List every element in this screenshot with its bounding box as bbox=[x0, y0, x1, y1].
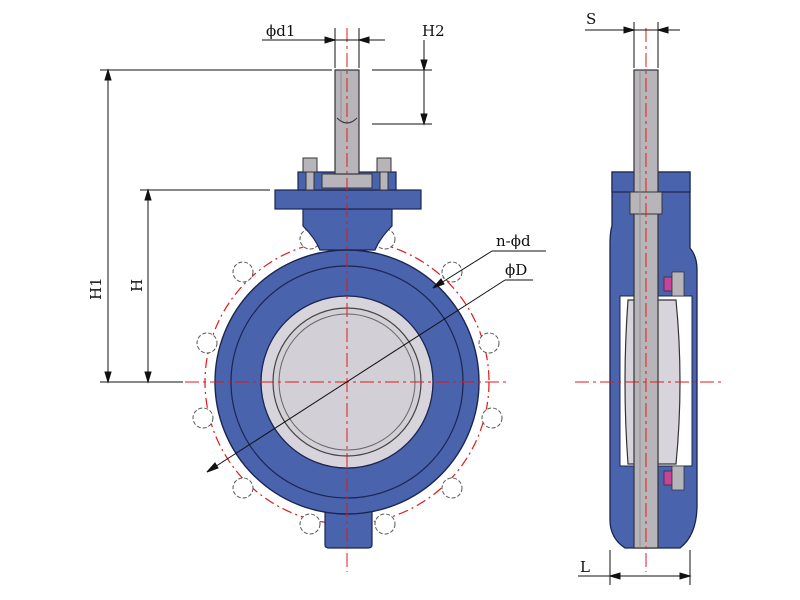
bolt-holes bbox=[192, 228, 503, 535]
bolt-hole bbox=[232, 477, 254, 499]
side-view: S L bbox=[575, 10, 722, 585]
leader-n-phi-d bbox=[432, 250, 546, 289]
seal bbox=[663, 470, 673, 486]
bolt-hole bbox=[481, 407, 503, 429]
bottom-lug bbox=[324, 509, 373, 549]
dim-h bbox=[140, 188, 270, 384]
label-n-phi-d: n-ϕd bbox=[496, 232, 531, 250]
seal bbox=[663, 276, 673, 292]
bolt-hole bbox=[441, 261, 463, 283]
bolt-hole bbox=[299, 513, 321, 535]
dim-h2 bbox=[372, 40, 432, 126]
gland-bolt bbox=[302, 157, 318, 173]
label-h1: H1 bbox=[87, 277, 105, 300]
gland-bolts bbox=[302, 157, 392, 191]
label-phi-d1: ϕd1 bbox=[266, 22, 295, 40]
bolt-hole bbox=[478, 332, 500, 354]
bolt-hole bbox=[192, 407, 214, 429]
dim-s bbox=[585, 22, 680, 68]
gland-bolt bbox=[376, 157, 392, 173]
gland-bolt bbox=[305, 171, 315, 191]
bolt-hole bbox=[374, 513, 396, 535]
label-l: L bbox=[580, 558, 590, 576]
side-seat-steps bbox=[671, 271, 685, 491]
dim-h1 bbox=[100, 68, 332, 384]
dim-l bbox=[578, 550, 692, 585]
label-h2: H2 bbox=[422, 22, 445, 40]
side-center-lines bbox=[575, 28, 722, 572]
bolt-hole bbox=[196, 332, 218, 354]
front-view: ϕd1 H2 H1 H bbox=[87, 22, 546, 572]
label-phi-D: ϕD bbox=[505, 261, 527, 279]
label-s: S bbox=[586, 10, 596, 28]
top-flange bbox=[274, 189, 422, 210]
label-h: H bbox=[128, 279, 146, 292]
dim-phi-d1 bbox=[262, 28, 385, 68]
bolt-hole bbox=[441, 477, 463, 499]
gland-bolt bbox=[379, 171, 389, 191]
leader-phi-D bbox=[206, 279, 533, 473]
bolt-hole bbox=[232, 261, 254, 283]
